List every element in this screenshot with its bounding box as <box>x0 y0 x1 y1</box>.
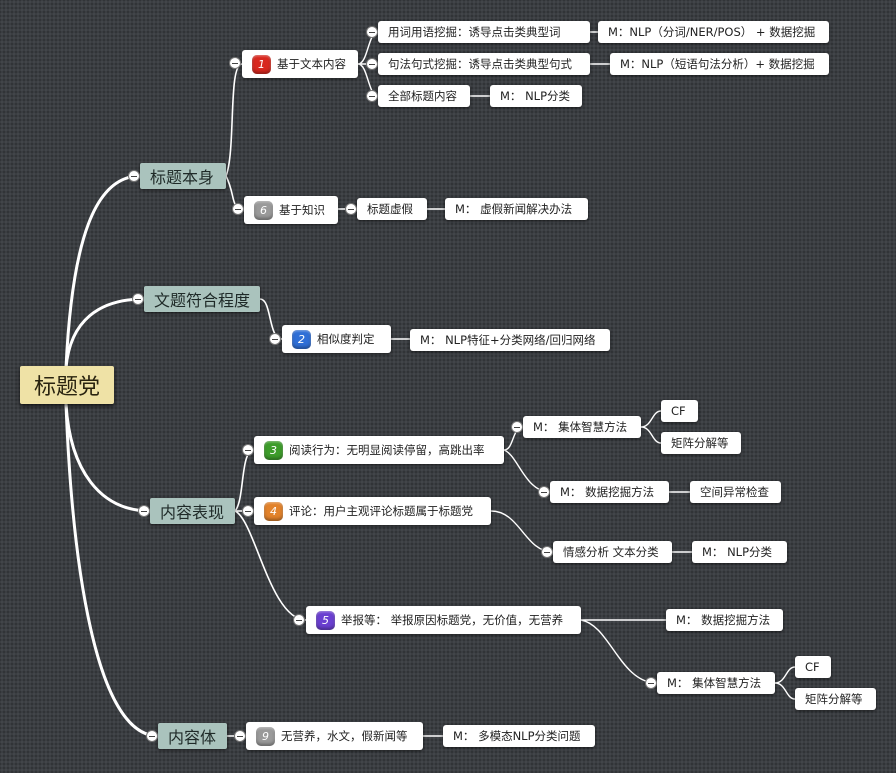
branch-title-itself[interactable]: 标题本身 <box>140 163 226 189</box>
node-sentiment[interactable]: 情感分析 文本分类 <box>553 541 672 563</box>
collapse-toggle-report-collective[interactable] <box>645 677 657 689</box>
node-report-matrix-label: 矩阵分解等 <box>805 692 863 706</box>
node-word-mining-label: 用词用语挖掘：诱导点击类典型词 <box>388 25 561 39</box>
node-all-titles[interactable]: 全部标题内容 <box>378 85 470 107</box>
priority-9-icon: 9 <box>256 726 275 746</box>
collapse-toggle-reading-datamining[interactable] <box>538 486 550 498</box>
collapse-toggle-text-content[interactable] <box>229 57 241 69</box>
collapse-toggle-reading-collective[interactable] <box>511 421 523 433</box>
node-false-title[interactable]: 标题虚假 <box>357 198 427 220</box>
node-reading-datamining-label: M： 数据挖掘方法 <box>560 485 655 499</box>
collapse-toggle-comment[interactable] <box>242 505 254 517</box>
node-word-mining-method-label: M：NLP（分词/NER/POS） + 数据挖掘 <box>608 25 816 39</box>
node-reading-collective[interactable]: M： 集体智慧方法 <box>523 416 641 438</box>
collapse-toggle-title-itself[interactable] <box>128 170 140 182</box>
node-reading-anomaly-label: 空间异常检查 <box>700 485 769 499</box>
node-reading-matrix[interactable]: 矩阵分解等 <box>661 432 741 454</box>
collapse-toggle-sentence-mining[interactable] <box>366 58 378 70</box>
collapse-toggle-no-nutrition[interactable] <box>234 730 246 742</box>
node-knowledge[interactable]: 6 基于知识 <box>244 196 338 224</box>
node-similarity[interactable]: 2 相似度判定 <box>282 325 391 353</box>
node-sentiment-method[interactable]: M： NLP分类 <box>692 541 787 563</box>
branch-content-body-label: 内容体 <box>168 728 217 747</box>
priority-6-icon: 6 <box>254 200 273 220</box>
node-no-nutrition[interactable]: 9 无营养，水文，假新闻等 <box>246 722 423 750</box>
collapse-toggle-all-titles[interactable] <box>366 90 378 102</box>
node-report-collective[interactable]: M： 集体智慧方法 <box>657 672 775 694</box>
branch-title-match[interactable]: 文题符合程度 <box>144 286 260 312</box>
collapse-toggle-sentiment[interactable] <box>541 546 553 558</box>
branch-title-itself-label: 标题本身 <box>150 168 215 187</box>
node-word-mining-method[interactable]: M：NLP（分词/NER/POS） + 数据挖掘 <box>598 21 829 43</box>
root-node[interactable]: 标题党 <box>20 366 114 404</box>
node-similarity-method-label: M： NLP特征+分类网络/回归网络 <box>420 333 596 347</box>
priority-1-icon: 1 <box>252 54 271 74</box>
node-report-label: 举报等： 举报原因标题党，无价值，无营养 <box>341 613 564 627</box>
node-no-nutrition-label: 无营养，水文，假新闻等 <box>281 729 408 743</box>
collapse-toggle-reading[interactable] <box>242 444 254 456</box>
node-sentence-mining-method[interactable]: M：NLP（短语句法分析）+ 数据挖掘 <box>610 53 829 75</box>
node-sentence-mining-label: 句法句式挖掘：诱导点击类典型句式 <box>388 57 572 71</box>
node-sentiment-method-label: M： NLP分类 <box>702 545 773 559</box>
collapse-toggle-word-mining[interactable] <box>366 26 378 38</box>
node-text-content[interactable]: 1 基于文本内容 <box>242 50 358 78</box>
collapse-toggle-false-title[interactable] <box>345 203 357 215</box>
node-reading-behavior[interactable]: 3 阅读行为：无明显阅读停留，高跳出率 <box>254 436 504 464</box>
branch-content-body[interactable]: 内容体 <box>158 723 227 749</box>
node-sentiment-label: 情感分析 文本分类 <box>563 545 659 559</box>
node-report-matrix[interactable]: 矩阵分解等 <box>795 688 876 710</box>
collapse-toggle-knowledge[interactable] <box>232 203 244 215</box>
node-comment[interactable]: 4 评论：用户主观评论标题属于标题党 <box>254 497 491 525</box>
priority-2-icon: 2 <box>292 329 311 349</box>
node-no-nutrition-method-label: M： 多模态NLP分类问题 <box>453 729 581 743</box>
priority-5-icon: 5 <box>316 610 335 630</box>
branch-content-behavior[interactable]: 内容表现 <box>150 498 235 524</box>
node-report-collective-label: M： 集体智慧方法 <box>667 676 762 690</box>
node-word-mining[interactable]: 用词用语挖掘：诱导点击类典型词 <box>378 21 590 43</box>
node-all-titles-method[interactable]: M： NLP分类 <box>490 85 582 107</box>
node-false-title-method-label: M： 虚假新闻解决办法 <box>455 202 573 216</box>
collapse-toggle-content-body[interactable] <box>146 730 158 742</box>
node-reading-collective-label: M： 集体智慧方法 <box>533 420 628 434</box>
node-sentence-mining-method-label: M：NLP（短语句法分析）+ 数据挖掘 <box>620 57 815 71</box>
node-report-cf[interactable]: CF <box>795 656 831 678</box>
node-sentence-mining[interactable]: 句法句式挖掘：诱导点击类典型句式 <box>378 53 590 75</box>
node-similarity-method[interactable]: M： NLP特征+分类网络/回归网络 <box>410 329 610 351</box>
node-reading-matrix-label: 矩阵分解等 <box>671 436 729 450</box>
node-all-titles-label: 全部标题内容 <box>388 89 457 103</box>
node-false-title-method[interactable]: M： 虚假新闻解决办法 <box>445 198 588 220</box>
node-report-cf-label: CF <box>805 660 820 674</box>
node-comment-label: 评论：用户主观评论标题属于标题党 <box>289 504 473 518</box>
collapse-toggle-title-match[interactable] <box>132 293 144 305</box>
collapse-toggle-similarity[interactable] <box>269 333 281 345</box>
node-all-titles-method-label: M： NLP分类 <box>500 89 571 103</box>
collapse-toggle-content-behavior[interactable] <box>138 505 150 517</box>
root-label: 标题党 <box>33 375 100 400</box>
branch-content-behavior-label: 内容表现 <box>160 503 225 522</box>
node-reading-datamining[interactable]: M： 数据挖掘方法 <box>550 481 669 503</box>
node-knowledge-label: 基于知识 <box>279 203 325 217</box>
node-similarity-label: 相似度判定 <box>317 332 375 346</box>
node-report-datamining-label: M： 数据挖掘方法 <box>676 613 771 627</box>
node-false-title-label: 标题虚假 <box>367 202 413 216</box>
priority-4-icon: 4 <box>264 501 283 521</box>
node-reading-cf[interactable]: CF <box>661 400 698 422</box>
priority-3-icon: 3 <box>264 440 283 460</box>
node-report[interactable]: 5 举报等： 举报原因标题党，无价值，无营养 <box>306 606 581 634</box>
node-report-datamining[interactable]: M： 数据挖掘方法 <box>666 609 783 631</box>
branch-title-match-label: 文题符合程度 <box>154 291 251 310</box>
node-reading-cf-label: CF <box>671 404 686 418</box>
node-text-content-label: 基于文本内容 <box>277 57 346 71</box>
collapse-toggle-report[interactable] <box>293 614 305 626</box>
node-no-nutrition-method[interactable]: M： 多模态NLP分类问题 <box>443 725 595 747</box>
node-reading-behavior-label: 阅读行为：无明显阅读停留，高跳出率 <box>289 443 485 457</box>
node-reading-anomaly[interactable]: 空间异常检查 <box>690 481 781 503</box>
